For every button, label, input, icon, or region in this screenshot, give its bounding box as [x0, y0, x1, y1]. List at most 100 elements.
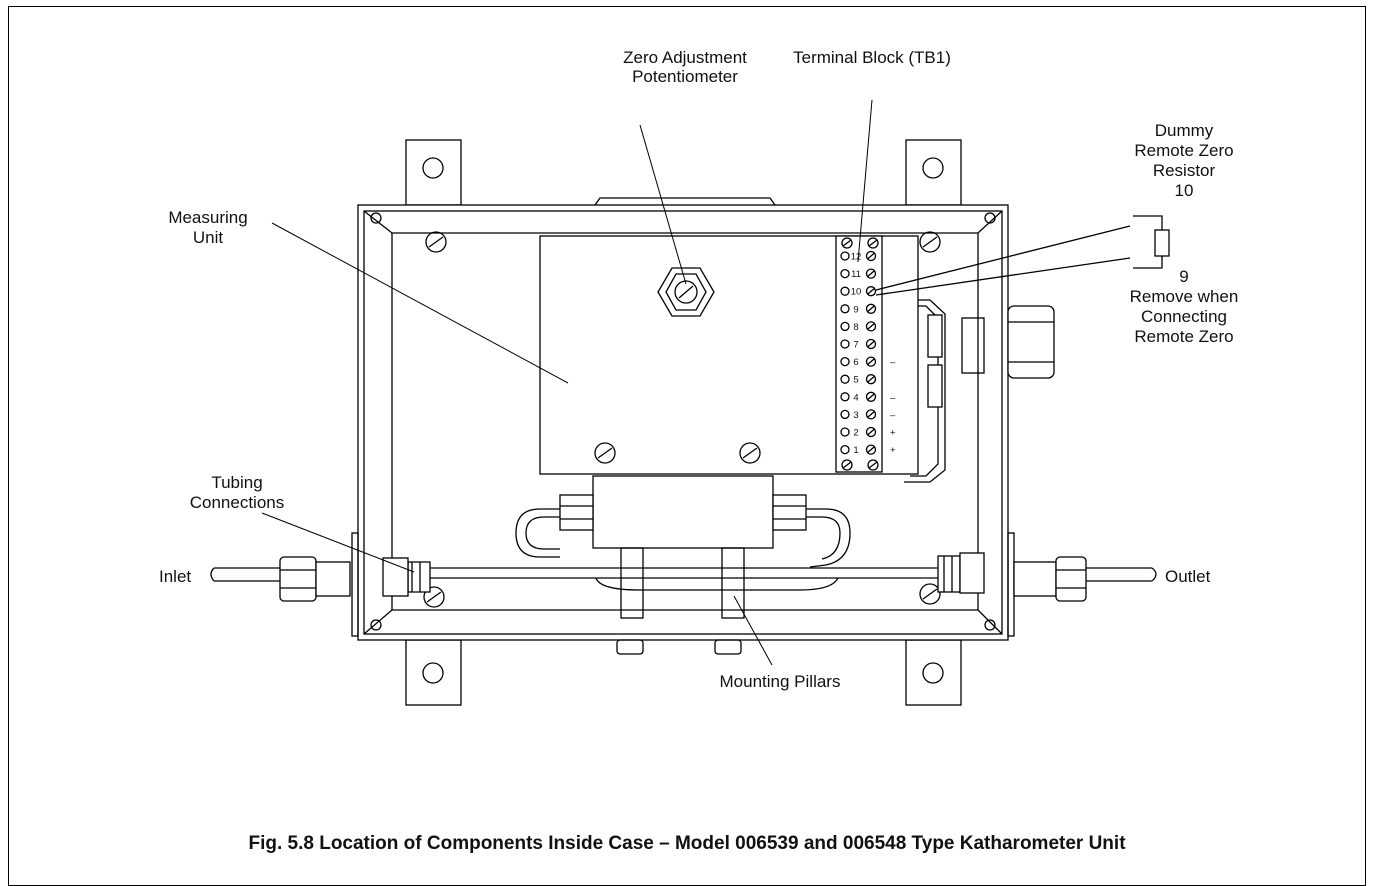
terminal-screw	[865, 409, 877, 420]
dummy-resistor-symbol	[1133, 215, 1170, 269]
label-dummy-2: Remote Zero	[1134, 141, 1233, 160]
outlet-fitting	[1013, 556, 1157, 602]
case-top-tab	[594, 197, 776, 206]
terminal-block-tb1	[835, 235, 883, 473]
label-remove-1: Remove when	[1130, 287, 1239, 306]
terminal-number: 7	[853, 340, 858, 351]
terminal-screw-slot	[867, 340, 875, 348]
terminal-2: 2	[840, 426, 877, 439]
mounting-lug-bottom-left	[405, 639, 462, 706]
terminal-number: 8	[853, 322, 858, 333]
tubing-run	[382, 552, 985, 597]
terminal-rows: 12 11 10 9 8 7 6 5 4 3 2 1	[840, 250, 877, 456]
label-outlet: Outlet	[1165, 567, 1211, 586]
label-measuring-1: Measuring	[168, 208, 247, 227]
terminal-screw-slot	[867, 446, 875, 454]
terminal-screw	[865, 268, 877, 279]
terminal-bracket	[904, 299, 946, 483]
terminal-hole	[840, 374, 850, 384]
terminal-11: 11	[840, 268, 877, 280]
terminal-hole	[840, 251, 850, 261]
label-terminal-10: 10	[1175, 181, 1194, 200]
dummy-resistor-leads	[875, 225, 1131, 296]
label-mounting-pillars: Mounting Pillars	[720, 672, 841, 691]
terminal-screw	[865, 426, 877, 438]
terminal-3: 3	[840, 409, 877, 421]
terminal-screw	[865, 250, 877, 262]
terminal-screw-slot	[867, 393, 875, 401]
terminal-screw	[865, 374, 877, 385]
terminal-screw-slot	[867, 270, 875, 278]
terminal-5: 5	[840, 374, 877, 386]
pillar-nuts	[616, 639, 742, 655]
terminal-10: 10	[840, 286, 877, 298]
terminal-hole	[840, 339, 850, 349]
terminal-6: 6	[840, 356, 877, 368]
mounting-lug-top-left	[405, 139, 462, 206]
terminal-hole	[840, 321, 850, 332]
label-zero-adjust-2: Potentiometer	[632, 67, 738, 86]
inlet-fitting	[210, 556, 351, 602]
tubing-loop	[515, 494, 851, 568]
terminal-polarity-3: –	[890, 410, 896, 421]
katharometer-diagram: 12 11 10 9 8 7 6 5 4 3 2 1 – – – + +	[159, 48, 1238, 706]
terminal-screw	[865, 286, 877, 297]
terminal-hole	[840, 304, 850, 314]
terminal-polarity-2: +	[890, 428, 896, 439]
terminal-7: 7	[840, 338, 877, 351]
terminal-screw	[865, 391, 877, 402]
labels: Zero Adjustment Potentiometer Terminal B…	[159, 48, 1238, 691]
label-inlet: Inlet	[159, 567, 191, 586]
terminal-hole	[840, 409, 850, 420]
terminal-hole	[840, 286, 850, 296]
terminal-number: 11	[851, 269, 861, 280]
label-terminal-9: 9	[1179, 267, 1188, 286]
terminal-polarity-6: –	[890, 357, 896, 368]
terminal-number: 10	[851, 287, 862, 298]
terminal-hole	[840, 427, 850, 437]
mounting-lug-top-right	[905, 139, 962, 206]
terminal-1: 1	[840, 444, 877, 456]
label-remove-2: Connecting	[1141, 307, 1227, 326]
cable-gland	[961, 305, 1055, 379]
terminal-screw	[865, 338, 877, 350]
terminal-screw-slot	[867, 305, 875, 313]
zero-adjustment-potentiometer	[657, 267, 715, 317]
mounting-lug-bottom-right	[905, 639, 962, 706]
terminal-hole	[840, 268, 850, 279]
terminal-8: 8	[840, 321, 877, 333]
terminal-hole	[840, 392, 850, 402]
terminal-polarity-1: +	[890, 445, 896, 456]
terminal-screw-slot	[867, 428, 875, 436]
label-measuring-2: Unit	[193, 228, 224, 247]
figure-caption: Fig. 5.8 Location of Components Inside C…	[248, 833, 1126, 854]
terminal-9: 9	[840, 303, 877, 315]
terminal-polarity-4: –	[890, 392, 896, 403]
terminal-screw	[865, 303, 877, 314]
terminal-screw-slot	[867, 287, 875, 295]
terminal-number: 6	[853, 357, 858, 368]
terminal-screw-slot	[867, 358, 875, 366]
label-terminal-block: Terminal Block (TB1)	[793, 48, 951, 67]
terminal-screw	[865, 356, 877, 367]
sensor-block	[592, 475, 774, 619]
terminal-screw-slot	[867, 322, 875, 330]
terminal-screw-slot	[867, 252, 875, 260]
leader-lines	[261, 99, 873, 666]
terminal-hole	[840, 444, 850, 455]
terminal-number: 12	[851, 252, 862, 263]
terminal-number: 3	[853, 410, 858, 421]
terminal-screw-slot	[867, 375, 875, 383]
terminal-polarity-marks: – – – + +	[890, 357, 896, 456]
terminal-screw	[865, 321, 877, 332]
label-dummy-3: Resistor	[1153, 161, 1216, 180]
terminal-number: 9	[853, 304, 858, 315]
label-remove-3: Remote Zero	[1134, 327, 1233, 346]
terminal-number: 1	[853, 445, 858, 456]
label-tubing-1: Tubing	[211, 473, 262, 492]
label-zero-adjust-1: Zero Adjustment	[623, 48, 747, 67]
terminal-screw	[865, 444, 877, 455]
terminal-12: 12	[840, 250, 877, 263]
terminal-4: 4	[840, 391, 877, 403]
terminal-hole	[840, 356, 850, 367]
